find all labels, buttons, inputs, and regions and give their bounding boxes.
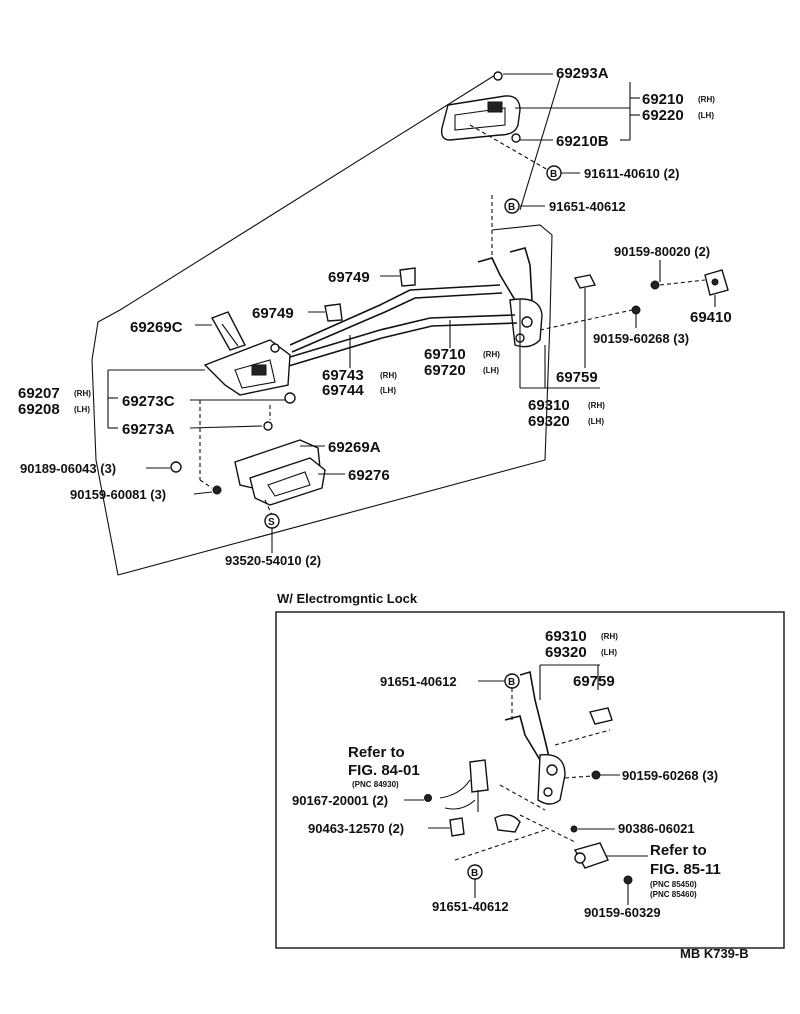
label-69310: 69310 bbox=[528, 397, 570, 414]
svg-text:B: B bbox=[508, 677, 515, 688]
svg-text:B: B bbox=[550, 169, 557, 180]
inside-handle-assembly bbox=[107, 311, 296, 480]
label-69743: 69743 bbox=[322, 367, 364, 384]
bracket-69759 bbox=[539, 274, 641, 368]
label-69749-a: 69749 bbox=[328, 269, 370, 286]
svg-text:(LH): (LH) bbox=[601, 648, 617, 657]
inset-label-69310: 69310 bbox=[545, 628, 587, 645]
label-69320: 69320 bbox=[528, 413, 570, 430]
svg-text:(LH): (LH) bbox=[588, 417, 604, 426]
svg-text:B: B bbox=[471, 868, 478, 879]
label-90159-60268: 90159-60268 (3) bbox=[593, 331, 689, 346]
label-69210B: 69210B bbox=[556, 133, 609, 150]
label-69293A: 69293A bbox=[556, 65, 609, 82]
label-90159-80020: 90159-80020 (2) bbox=[614, 244, 710, 259]
inset-fig-84-01: FIG. 84-01 bbox=[348, 762, 420, 779]
upper-labels: 69293A 69210 (RH) 69220 (LH) 69210B 9161… bbox=[18, 65, 732, 568]
outside-handle bbox=[440, 71, 521, 143]
inset-label-91651-40612-a: 91651-40612 bbox=[380, 674, 457, 689]
marker-b-1: B bbox=[546, 165, 562, 181]
label-69208: 69208 bbox=[18, 401, 60, 418]
label-69276: 69276 bbox=[348, 467, 390, 484]
svg-text:(PNC 84930): (PNC 84930) bbox=[352, 780, 399, 789]
label-69273C: 69273C bbox=[122, 393, 175, 410]
svg-text:(PNC 85460): (PNC 85460) bbox=[650, 890, 697, 899]
svg-text:(RH): (RH) bbox=[698, 95, 715, 104]
inset-label-90159-60329: 90159-60329 bbox=[584, 905, 661, 920]
svg-text:(RH): (RH) bbox=[588, 401, 605, 410]
label-69410: 69410 bbox=[690, 309, 732, 326]
door-outline bbox=[91, 71, 553, 576]
inset-fig-85-11: FIG. 85-11 bbox=[650, 861, 721, 878]
label-69210: 69210 bbox=[642, 91, 684, 108]
svg-text:(RH): (RH) bbox=[601, 632, 618, 641]
door-lock-assembly bbox=[477, 247, 600, 389]
svg-text:B: B bbox=[508, 202, 515, 213]
label-93520-54010: 93520-54010 (2) bbox=[225, 553, 321, 568]
marker-s: S bbox=[264, 513, 280, 553]
label-91651-40612: 91651-40612 bbox=[549, 199, 626, 214]
inset-label-90167-20001: 90167-20001 (2) bbox=[292, 793, 388, 808]
svg-text:S: S bbox=[268, 517, 275, 528]
svg-text:(LH): (LH) bbox=[698, 111, 714, 120]
inset-label-69759: 69759 bbox=[573, 673, 615, 690]
inset-label-90159-60268: 90159-60268 (3) bbox=[622, 768, 718, 783]
label-69207: 69207 bbox=[18, 385, 60, 402]
inset-title: W/ Electromgntic Lock bbox=[277, 591, 418, 606]
svg-text:(LH): (LH) bbox=[483, 366, 499, 375]
label-69273A: 69273A bbox=[122, 421, 175, 438]
label-69720: 69720 bbox=[424, 362, 466, 379]
cable-clip-2 bbox=[308, 303, 343, 322]
inset-electromagnetic-lock: W/ Electromgntic Lock B B bbox=[275, 591, 785, 949]
inset-refer-2: Refer to bbox=[650, 842, 707, 859]
label-69759: 69759 bbox=[556, 369, 598, 386]
inset-label-90386-06021: 90386-06021 bbox=[618, 821, 695, 836]
label-69269C: 69269C bbox=[130, 319, 183, 336]
figure-code: MB K739-B bbox=[680, 946, 749, 961]
svg-text:(RH): (RH) bbox=[380, 371, 397, 380]
control-cables bbox=[279, 284, 518, 369]
label-69269A: 69269A bbox=[328, 439, 381, 456]
svg-text:(LH): (LH) bbox=[380, 386, 396, 395]
inset-label-90463-12570: 90463-12570 (2) bbox=[308, 821, 404, 836]
inset-refer-1: Refer to bbox=[348, 744, 405, 761]
marker-b-2: B bbox=[504, 198, 520, 214]
svg-text:(LH): (LH) bbox=[74, 405, 90, 414]
svg-text:(PNC 85450): (PNC 85450) bbox=[650, 880, 697, 889]
inset-label-91651-40612-b: 91651-40612 bbox=[432, 899, 509, 914]
label-69710: 69710 bbox=[424, 346, 466, 363]
inside-handle-bezel bbox=[234, 439, 345, 516]
cable-clip-1 bbox=[380, 267, 416, 287]
svg-text:(RH): (RH) bbox=[74, 389, 91, 398]
label-69744: 69744 bbox=[322, 382, 364, 399]
label-69749-b: 69749 bbox=[252, 305, 294, 322]
label-69220: 69220 bbox=[642, 107, 684, 124]
inset-frame bbox=[275, 611, 785, 949]
door-striker bbox=[650, 260, 729, 307]
svg-text:(RH): (RH) bbox=[483, 350, 500, 359]
label-91611-40610: 91611-40610 (2) bbox=[584, 166, 679, 181]
inset-label-69320: 69320 bbox=[545, 644, 587, 661]
label-90159-60081: 90159-60081 (3) bbox=[70, 487, 166, 502]
screws-lower-left bbox=[146, 461, 222, 495]
label-90189-06043: 90189-06043 (3) bbox=[20, 461, 116, 476]
leaders-top bbox=[469, 73, 640, 255]
